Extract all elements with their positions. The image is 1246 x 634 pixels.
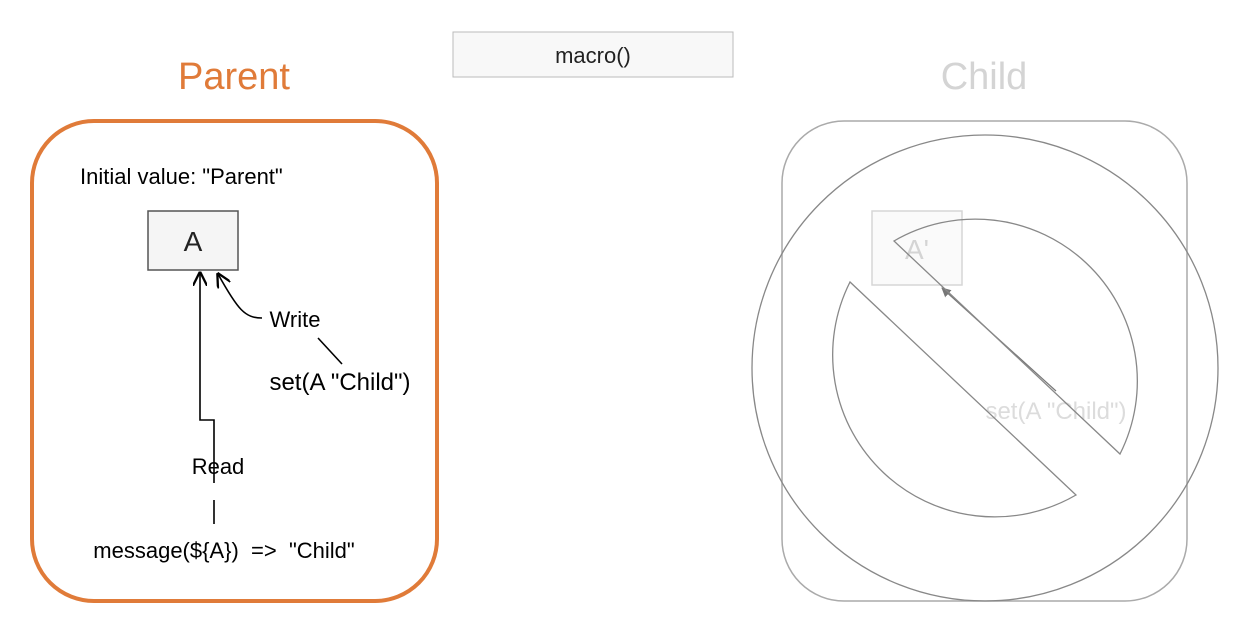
child-scope-box [781, 120, 1188, 602]
read-arrow [200, 273, 214, 524]
no-entry-icon [751, 134, 1219, 602]
macro-label: macro() [555, 43, 631, 68]
parent-title: Parent [178, 56, 290, 98]
parent-set-command: set(A "Child") [269, 369, 410, 396]
write-label: Write [270, 307, 321, 332]
write-connector-line [317, 337, 343, 365]
child-set-command: set(A "Child") [985, 398, 1126, 425]
variable-a-prime-label: A' [905, 234, 929, 265]
child-title: Child [941, 56, 1028, 98]
initial-value-label: Initial value: "Parent" [80, 164, 283, 189]
macro-box: macro() [452, 31, 734, 78]
variable-a-label: A [184, 226, 203, 257]
read-label: Read [192, 454, 245, 479]
message-command: message(${A}) => "Child" [93, 538, 354, 563]
variable-a-box: A [147, 210, 239, 271]
write-arrow [218, 274, 263, 319]
variable-a-prime-box: A' [871, 210, 963, 286]
parent-scope-box [30, 119, 439, 603]
